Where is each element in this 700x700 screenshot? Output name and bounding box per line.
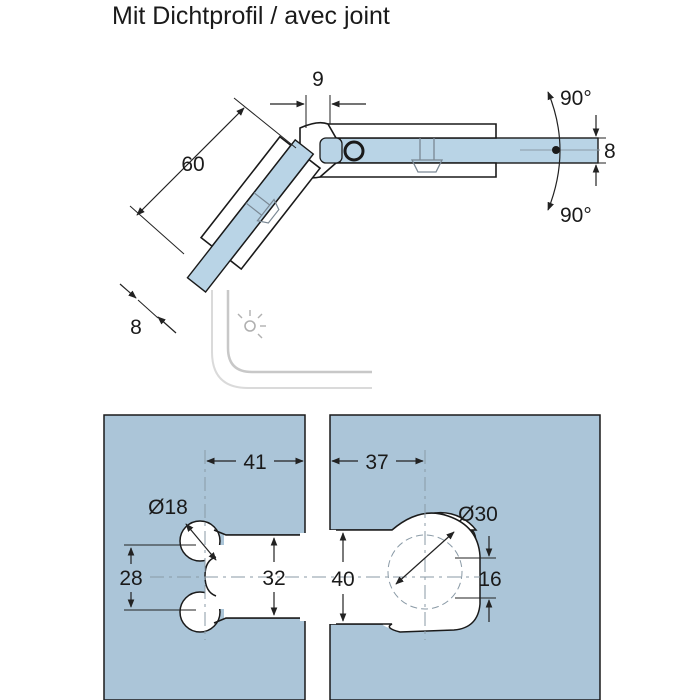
hinge-top-view: 9 60 8 8 90° 90°: [119, 68, 616, 389]
dimension-9: 9: [270, 68, 366, 128]
angle-down-label: 90°: [560, 204, 592, 227]
dim-notch-height-right-label: 40: [331, 568, 354, 591]
screw-icon: [410, 138, 444, 173]
dimension-28: 28: [119, 544, 196, 611]
dimension-16: 16: [455, 536, 502, 622]
swing-angle-arc: 90° 90°: [547, 87, 592, 227]
dimension-diameter-18: Ø18: [148, 496, 217, 561]
dim-arm-length-label: 60: [181, 153, 204, 176]
dimension-60: 60: [129, 97, 297, 255]
page-title: Mit Dichtprofil / avec joint: [112, 2, 390, 30]
dim-hole-spacing-label: 28: [119, 567, 142, 590]
dimension-diameter-30: Ø30: [395, 503, 498, 585]
dimension-32: 32: [262, 537, 286, 616]
dimension-8-right: 8: [592, 115, 616, 186]
dimension-41: 41: [206, 450, 304, 474]
dim-notch-height-left-label: 32: [262, 567, 285, 590]
dim-hole-diameter-left-label: Ø18: [148, 496, 188, 519]
pivot-pin-icon: [343, 140, 365, 162]
dim-left-edge-label: 41: [243, 451, 266, 474]
dim-glass-right-label: 8: [604, 140, 616, 163]
left-glass-panel: [186, 138, 315, 293]
cutout-view: 41 37 Ø18 Ø30 28 32: [103, 414, 601, 700]
angle-up-label: 90°: [560, 87, 592, 110]
dimension-37: 37: [331, 450, 424, 474]
shower-tray-icon: [211, 290, 372, 389]
right-clamp-top: [316, 123, 497, 139]
dim-right-edge-label: 37: [365, 451, 388, 474]
dimension-40: 40: [331, 532, 355, 622]
dim-glass-left-label: 8: [130, 316, 142, 339]
dim-slot-offset-label: 16: [478, 568, 501, 591]
dim-hole-diameter-right-label: Ø30: [458, 503, 498, 526]
dimension-8-left: 8: [119, 283, 177, 339]
right-clamp-bottom: [316, 162, 497, 178]
dim-hinge-width-label: 9: [312, 68, 324, 91]
